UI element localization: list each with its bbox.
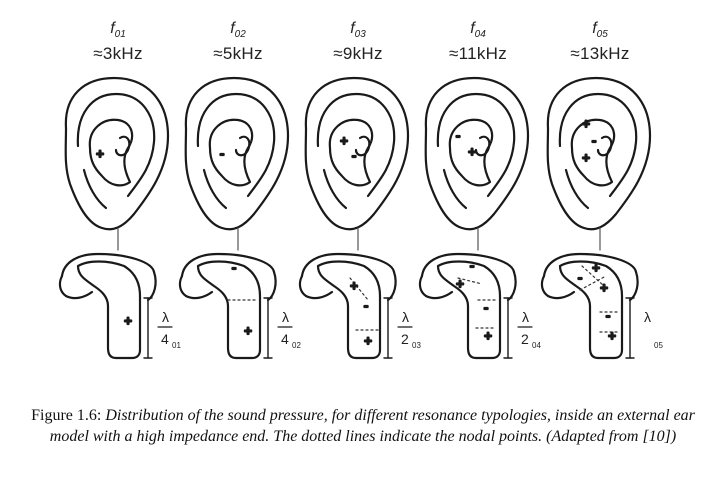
- minus-sign: -: [232, 260, 236, 275]
- canal-outer-lip: [542, 276, 548, 296]
- minus-sign: -: [578, 270, 582, 285]
- frequency-subscript: 01: [115, 29, 126, 40]
- frequency-label-4: f04≈11kHz: [423, 20, 533, 64]
- canal-outer-lip: [180, 276, 186, 296]
- plus-sign: +: [592, 260, 600, 275]
- lambda-subscript: 02: [292, 341, 301, 350]
- canal-outer-top: [422, 254, 514, 276]
- canal-inner: [198, 262, 260, 359]
- lambda-subscript: 03: [412, 341, 421, 350]
- caption-prefix: Figure 1.6:: [31, 407, 105, 424]
- tragus: [236, 137, 249, 156]
- canal-outer-lip: [60, 276, 66, 296]
- canal-inner: [78, 262, 140, 359]
- plus-sign: +: [350, 278, 358, 293]
- plus-sign: +: [608, 328, 616, 343]
- canal-floor: [426, 292, 452, 298]
- lambda-symbol: λ: [522, 309, 529, 325]
- canal-inner: [438, 262, 500, 359]
- frequency-label-3: f03≈9kHz: [303, 20, 413, 64]
- plus-sign: +: [582, 116, 590, 131]
- tragus: [116, 137, 129, 156]
- tragus: [598, 137, 611, 156]
- caption-text: Distribution of the sound pressure, for …: [50, 407, 695, 445]
- frequency-symbol: f01: [63, 20, 173, 44]
- canal-back: [630, 272, 638, 300]
- frequency-symbol: f05: [545, 20, 655, 44]
- lambda-denominator: 2: [521, 331, 529, 347]
- lambda-symbol: λ: [162, 309, 169, 325]
- plus-sign: +: [484, 328, 492, 343]
- canal-floor: [186, 292, 212, 298]
- ear-column-4: -+-+-+λ204: [420, 78, 542, 358]
- frequency-label-2: f02≈5kHz: [183, 20, 293, 64]
- tragus: [476, 137, 489, 156]
- plus-sign: +: [96, 146, 104, 161]
- frequency-value: ≈5kHz: [183, 44, 293, 64]
- lambda-denominator: 2: [401, 331, 409, 347]
- frequency-symbol: f03: [303, 20, 413, 44]
- frequency-subscript: 04: [475, 29, 486, 40]
- plus-sign: +: [600, 280, 608, 295]
- lambda-denominator: 4: [161, 331, 169, 347]
- minus-sign: -: [592, 133, 596, 148]
- lambda-denominator: 4: [281, 331, 289, 347]
- lambda-subscript: 01: [172, 341, 181, 350]
- frequency-label-5: f05≈13kHz: [545, 20, 655, 64]
- frequency-value: ≈11kHz: [423, 44, 533, 64]
- plus-sign: +: [468, 144, 476, 159]
- canal-outer-top: [302, 254, 394, 276]
- minus-sign: -: [364, 298, 368, 313]
- lambda-symbol: λ: [402, 309, 409, 325]
- ear-column-5: +-++-+-+λ05: [542, 78, 664, 358]
- minus-sign: -: [352, 148, 356, 163]
- frequency-symbol: f02: [183, 20, 293, 44]
- minus-sign: -: [606, 308, 610, 323]
- canal-back: [148, 272, 156, 300]
- canal-back: [268, 272, 276, 300]
- canal-outer-top: [62, 254, 154, 276]
- minus-sign: -: [484, 300, 488, 315]
- frequency-value: ≈13kHz: [545, 44, 655, 64]
- canal-outer-lip: [420, 276, 426, 296]
- frequency-value: ≈9kHz: [303, 44, 413, 64]
- plus-sign: +: [582, 150, 590, 165]
- frequency-subscript: 02: [235, 29, 246, 40]
- frequency-label-1: f01≈3kHz: [63, 20, 173, 64]
- frequency-subscript: 03: [355, 29, 366, 40]
- plus-sign: +: [456, 276, 464, 291]
- canal-floor: [306, 292, 332, 298]
- canal-outer-lip: [300, 276, 306, 296]
- frequency-value: ≈3kHz: [63, 44, 173, 64]
- canal-inner: [560, 262, 622, 359]
- plus-sign: +: [364, 333, 372, 348]
- canal-outer-top: [182, 254, 274, 276]
- plus-sign: +: [244, 323, 252, 338]
- plus-sign: +: [124, 313, 132, 328]
- lambda-symbol: λ: [644, 309, 651, 325]
- canal-back: [388, 272, 396, 300]
- tragus: [356, 137, 369, 156]
- lambda-symbol: λ: [282, 309, 289, 325]
- minus-sign: -: [470, 258, 474, 273]
- lambda-subscript: 05: [654, 341, 663, 350]
- canal-floor: [548, 292, 574, 298]
- frequency-symbol: f04: [423, 20, 533, 44]
- minus-sign: -: [220, 146, 224, 161]
- lambda-subscript: 04: [532, 341, 541, 350]
- frequency-subscript: 05: [597, 29, 608, 40]
- plus-sign: +: [340, 133, 348, 148]
- minus-sign: -: [456, 128, 460, 143]
- figure-caption: Figure 1.6: Distribution of the sound pr…: [10, 405, 716, 447]
- canal-back: [508, 272, 516, 300]
- canal-floor: [66, 292, 92, 298]
